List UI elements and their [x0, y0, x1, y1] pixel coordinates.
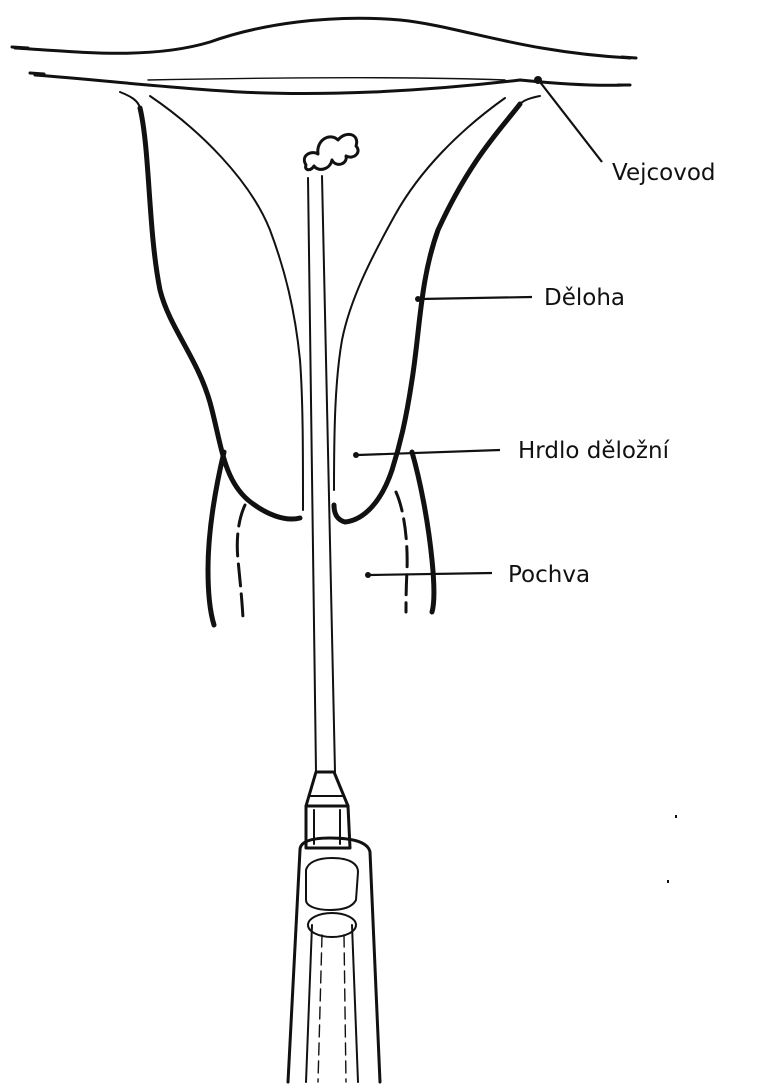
- fallopian-tubes: [12, 18, 636, 93]
- label-leaders: [353, 76, 602, 578]
- label-hrdlo: Hrdlo děložní: [518, 438, 670, 464]
- catheter: [288, 134, 380, 1082]
- label-vejcovod: Vejcovod: [612, 160, 716, 186]
- uterus: [120, 92, 540, 522]
- vejcovod-leader-line: [540, 82, 602, 162]
- label-pochva: Pochva: [508, 562, 590, 588]
- vagina: [208, 452, 434, 625]
- pochva-leader-line: [370, 573, 492, 575]
- hrdlo-leader-line: [358, 450, 500, 455]
- scan-specks: [667, 815, 677, 883]
- deloha-leader-line: [420, 297, 532, 299]
- label-deloha: Děloha: [544, 285, 625, 311]
